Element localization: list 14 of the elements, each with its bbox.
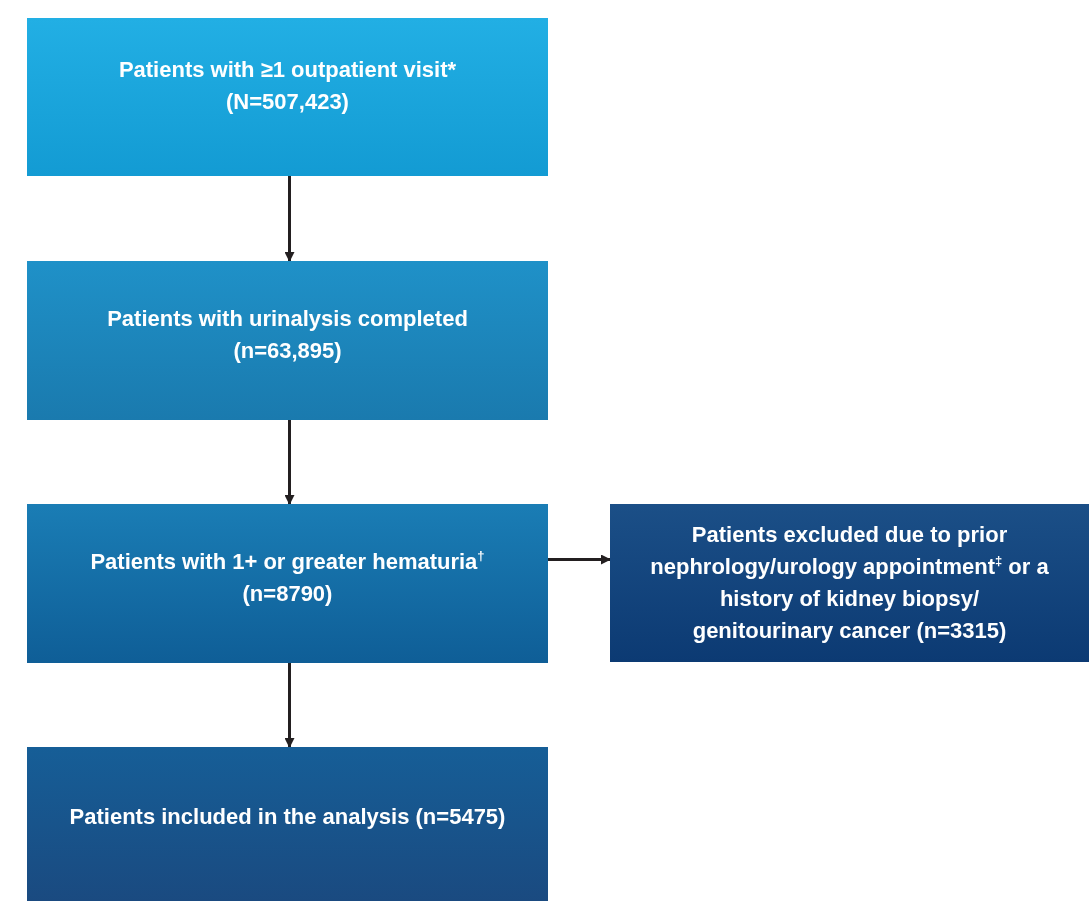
box-text: Patients with ≥1 outpatient visit* (N=507,423)	[117, 56, 458, 116]
box-text: Patients with 1+ or greater hematuria$^{†}$ (n=8790)	[89, 546, 486, 608]
arrow	[284, 663, 295, 748]
process-box	[27, 747, 548, 901]
process-box	[27, 18, 548, 176]
process-box	[27, 504, 548, 663]
process-box	[610, 504, 1089, 662]
arrow	[284, 420, 295, 505]
arrow	[284, 176, 295, 262]
process-box	[27, 261, 548, 420]
arrow	[548, 554, 611, 565]
box-text: Patients with urinalysis completed (n=63,895)	[106, 304, 469, 365]
box-text: Patients included in the analysis (n=5475)	[69, 803, 506, 831]
box-text: Patients excluded due to prior nephrology/urology appointment$^{‡}$ or a history of kidney biopsy/ genitourinary cancer (n=3315)	[649, 521, 1050, 645]
